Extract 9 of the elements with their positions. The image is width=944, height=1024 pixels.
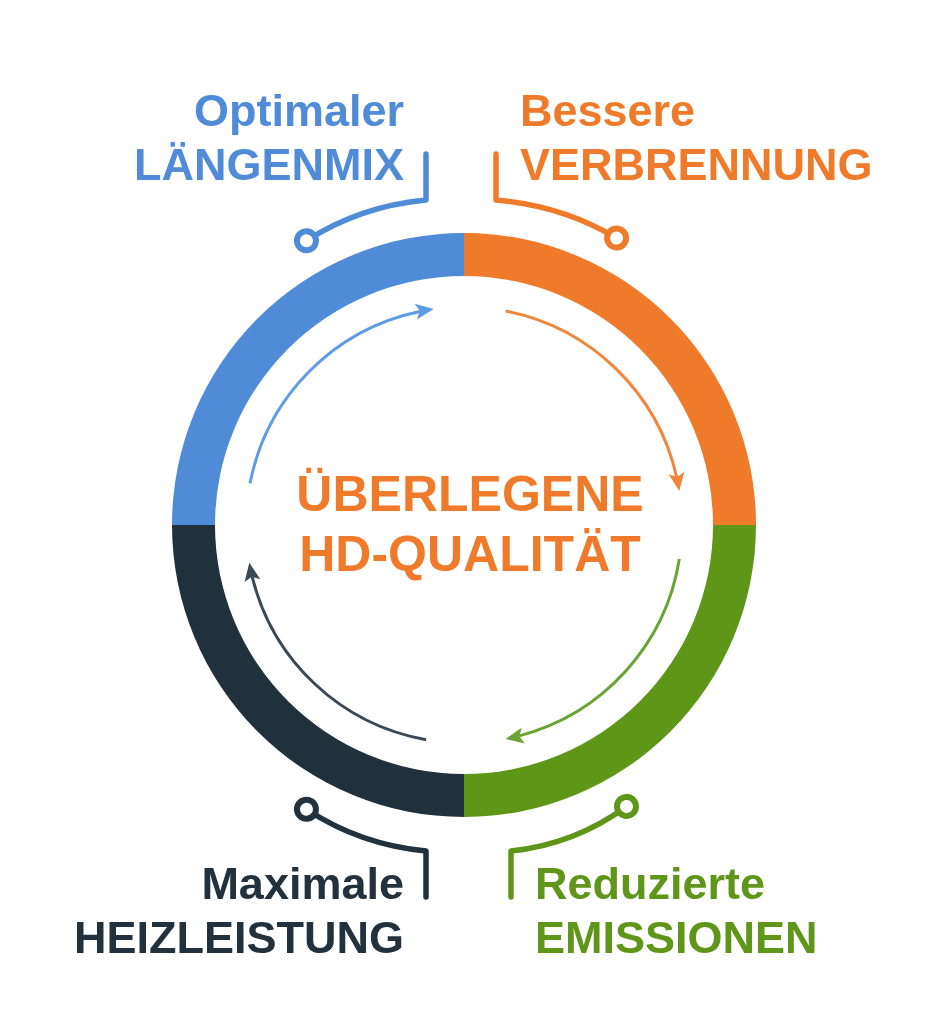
callout-label: Maximale HEIZLEISTUNG: [64, 857, 404, 965]
leader-line: [493, 151, 630, 251]
leader-line: [508, 793, 639, 900]
leader-line: [293, 796, 429, 900]
callout-label: Reduzierte EMISSIONEN: [535, 857, 835, 965]
callout-label: Bessere VERBRENNUNG: [520, 84, 890, 192]
center-title: ÜBERLEGENE HD-QUALITÄT: [280, 464, 660, 584]
leader-line: [293, 151, 429, 254]
callout-label: Optimaler LÄNGENMIX: [110, 84, 404, 192]
